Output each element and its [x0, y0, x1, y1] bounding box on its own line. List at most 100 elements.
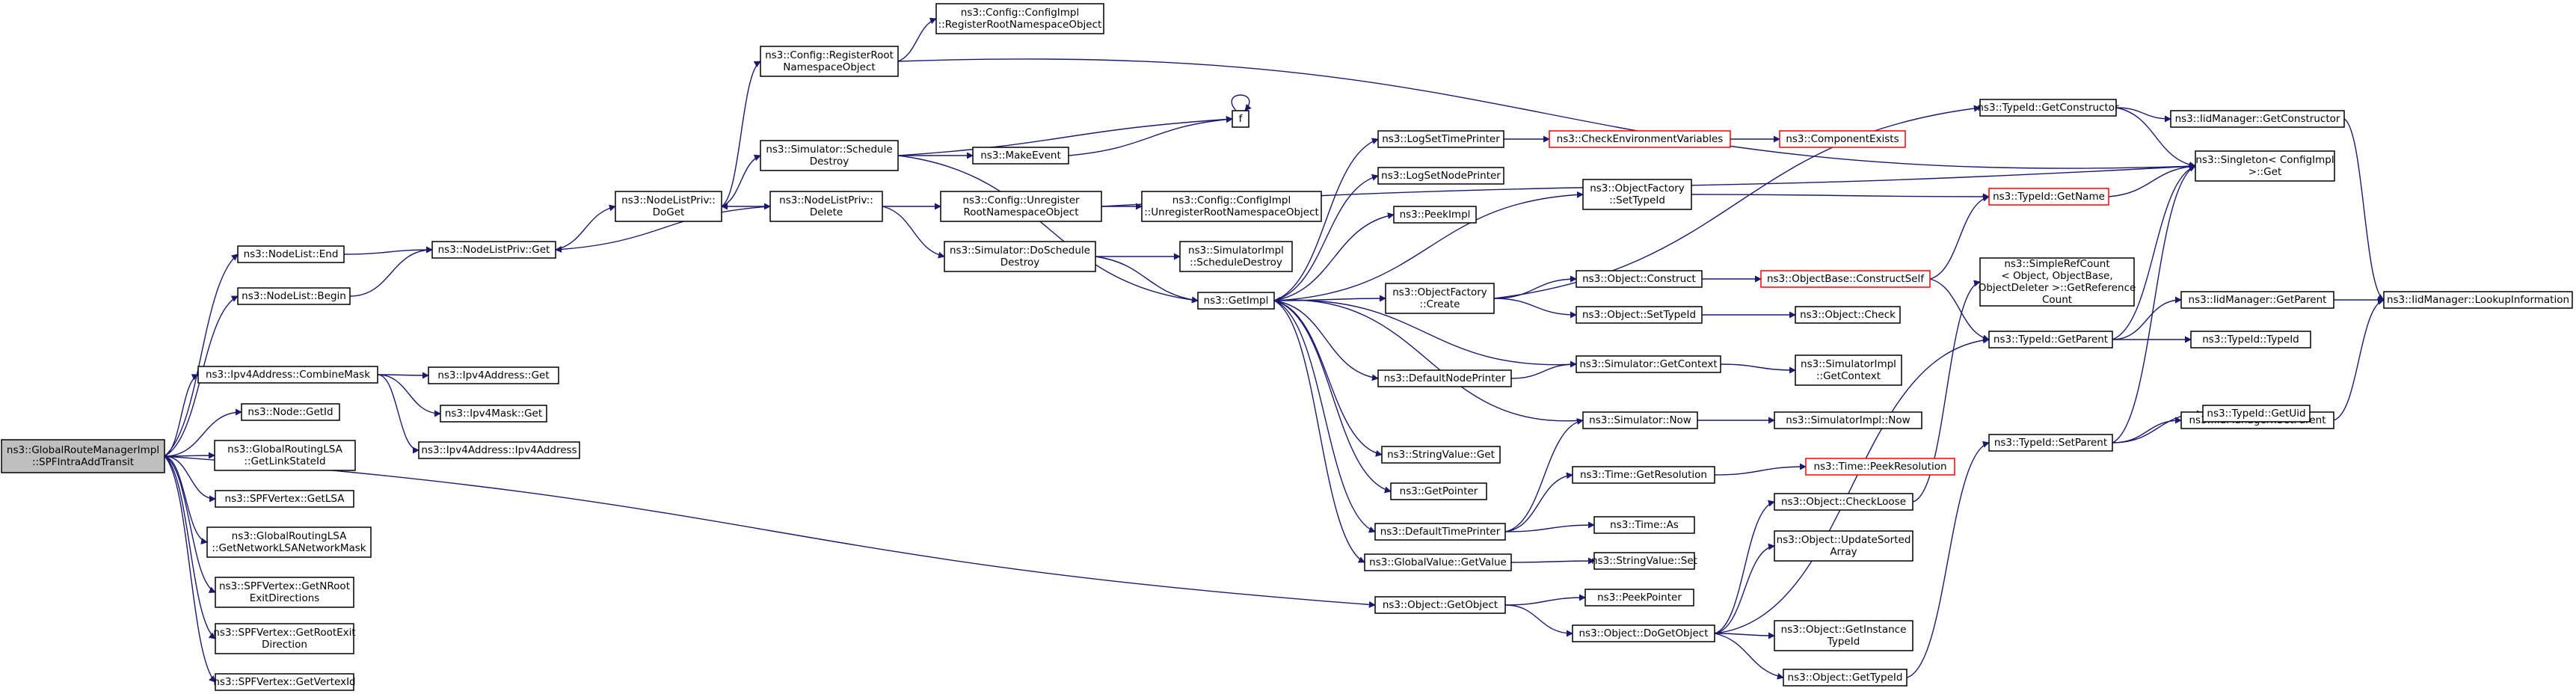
- node-box[interactable]: [972, 147, 1069, 165]
- node-box[interactable]: [1549, 130, 1731, 148]
- node-box[interactable]: [1779, 130, 1906, 148]
- node-box[interactable]: [1774, 620, 1913, 651]
- node-box[interactable]: [1377, 369, 1512, 387]
- node-box[interactable]: [1390, 482, 1487, 500]
- node-box[interactable]: [1, 439, 165, 473]
- node-box[interactable]: [760, 140, 899, 171]
- node-box[interactable]: [1141, 191, 1322, 222]
- node-box[interactable]: [1576, 355, 1721, 373]
- node-getPointer[interactable]: ns3::GetPointer: [1390, 482, 1487, 500]
- node-box[interactable]: [1593, 516, 1695, 534]
- node-simImplNow[interactable]: ns3::SimulatorImpl::Now: [1774, 411, 1922, 429]
- node-box[interactable]: [1774, 530, 1913, 562]
- node-grlsaNetMask[interactable]: ns3::GlobalRoutingLSA::GetNetworkLSANetw…: [206, 526, 372, 558]
- node-objConstruct[interactable]: ns3::Object::Construct: [1576, 270, 1703, 288]
- node-box[interactable]: [935, 3, 1104, 34]
- node-box[interactable]: [1805, 458, 1955, 476]
- node-nodeGetId[interactable]: ns3::Node::GetId: [241, 403, 340, 421]
- node-box[interactable]: [1584, 589, 1694, 607]
- node-box[interactable]: [2202, 405, 2311, 423]
- node-tidTypeId[interactable]: ns3::TypeId::TypeId: [2190, 331, 2311, 349]
- node-cfgRegRoot[interactable]: ns3::Config::ConfigImpl::RegisterRootNam…: [935, 3, 1104, 34]
- node-nlpGet[interactable]: ns3::NodeListPriv::Get: [431, 241, 556, 259]
- node-nlpDoGet[interactable]: ns3::NodeListPriv::DoGet: [615, 191, 722, 222]
- node-spfVertexId[interactable]: ns3::SPFVertex::GetVertexId: [213, 673, 356, 691]
- node-box[interactable]: [1232, 110, 1249, 128]
- node-box[interactable]: [944, 241, 1096, 272]
- node-box[interactable]: [431, 241, 556, 259]
- node-timePeekRes[interactable]: ns3::Time::PeekResolution: [1805, 458, 1955, 476]
- node-box[interactable]: [1377, 130, 1504, 148]
- node-makeEvent[interactable]: ns3::MakeEvent: [972, 147, 1069, 165]
- node-strValSet[interactable]: ns3::StringValue::Set: [1591, 552, 1697, 570]
- node-box[interactable]: [215, 490, 354, 508]
- node-nlEnd[interactable]: ns3::NodeList::End: [237, 245, 345, 263]
- node-box[interactable]: [1197, 292, 1275, 310]
- node-box[interactable]: [1377, 167, 1504, 185]
- node-spfGetLSA[interactable]: ns3::SPFVertex::GetLSA: [215, 490, 354, 508]
- node-ipv4AddrGet[interactable]: ns3::Ipv4Address::Get: [428, 366, 559, 384]
- node-box[interactable]: [418, 441, 580, 459]
- node-box[interactable]: [1795, 306, 1901, 324]
- node-timeAs[interactable]: ns3::Time::As: [1593, 516, 1695, 534]
- node-box[interactable]: [1774, 493, 1913, 511]
- node-simpleRef[interactable]: ns3::SimpleRefCount< Object, ObjectBase,…: [1979, 257, 2136, 307]
- node-box[interactable]: [1988, 434, 2113, 452]
- node-unregRoot[interactable]: ns3::Config::UnregisterRootNamespaceObje…: [940, 191, 1102, 222]
- node-simImplSched[interactable]: ns3::SimulatorImpl::ScheduleDestroy: [1179, 241, 1293, 272]
- node-objSetTypeId[interactable]: ns3::Object::SetTypeId: [1576, 306, 1703, 324]
- node-box[interactable]: [2180, 291, 2334, 309]
- node-box[interactable]: [197, 366, 378, 384]
- node-box[interactable]: [215, 673, 354, 691]
- node-nlBegin[interactable]: ns3::NodeList::Begin: [237, 287, 351, 305]
- node-defNodePrinter[interactable]: ns3::DefaultNodePrinter: [1377, 369, 1512, 387]
- node-box[interactable]: [1582, 411, 1698, 429]
- node-ipv4MaskGet[interactable]: ns3::Ipv4Mask::Get: [440, 405, 547, 423]
- node-box[interactable]: [2190, 331, 2311, 349]
- node-tidGetUid[interactable]: ns3::TypeId::GetUid: [2202, 405, 2311, 423]
- node-box[interactable]: [237, 287, 351, 305]
- node-ipv4Combine[interactable]: ns3::Ipv4Address::CombineMask: [197, 366, 378, 384]
- node-getImpl[interactable]: ns3::GetImpl: [1197, 292, 1275, 310]
- node-box[interactable]: [769, 191, 883, 222]
- node-box[interactable]: [1760, 270, 1931, 288]
- node-timeGetRes[interactable]: ns3::Time::GetResolution: [1572, 466, 1715, 484]
- node-box[interactable]: [1593, 552, 1695, 570]
- node-box[interactable]: [1572, 466, 1715, 484]
- node-box[interactable]: [1795, 354, 1902, 386]
- node-checkEnv[interactable]: ns3::CheckEnvironmentVariables: [1549, 130, 1731, 148]
- node-singletonGet[interactable]: ns3::Singleton< ConfigImpl >::Get: [2195, 150, 2335, 182]
- node-box[interactable]: [1979, 99, 2117, 117]
- node-box[interactable]: [1381, 446, 1501, 464]
- node-logNode[interactable]: ns3::LogSetNodePrinter: [1377, 167, 1504, 185]
- node-gvGetValue[interactable]: ns3::GlobalValue::GetValue: [1364, 553, 1512, 571]
- node-obConstructSelf[interactable]: ns3::ObjectBase::ConstructSelf: [1760, 270, 1931, 288]
- node-logTime[interactable]: ns3::LogSetTimePrinter: [1377, 130, 1504, 148]
- node-box[interactable]: [1979, 257, 2135, 307]
- node-box[interactable]: [1988, 188, 2109, 206]
- node-simGetContext[interactable]: ns3::Simulator::GetContext: [1576, 355, 1721, 373]
- node-ofSetTypeId[interactable]: ns3::ObjectFactory::SetTypeId: [1582, 179, 1692, 210]
- node-iidGetParent[interactable]: ns3::IidManager::GetParent: [2180, 291, 2334, 309]
- node-ipv4AddrCtor[interactable]: ns3::Ipv4Address::Ipv4Address: [418, 441, 580, 459]
- node-box[interactable]: [2195, 150, 2335, 182]
- node-ofCreate[interactable]: ns3::ObjectFactory::Create: [1385, 283, 1495, 314]
- node-regRoot[interactable]: ns3::Config::RegisterRootNamespaceObject: [760, 46, 899, 77]
- node-box[interactable]: [1582, 179, 1692, 210]
- node-box[interactable]: [1576, 306, 1703, 324]
- node-peekPointer[interactable]: ns3::PeekPointer: [1584, 589, 1694, 607]
- node-simImplGetContext[interactable]: ns3::SimulatorImpl::GetContext: [1795, 354, 1902, 386]
- node-root[interactable]: ns3::GlobalRouteManagerImpl::SPFIntraAdd…: [1, 439, 165, 473]
- node-box[interactable]: [615, 191, 722, 222]
- node-box[interactable]: [1364, 553, 1512, 571]
- node-objCheck[interactable]: ns3::Object::Check: [1795, 306, 1901, 324]
- node-tidGetConstructor[interactable]: ns3::TypeId::GetConstructor: [1977, 99, 2119, 117]
- node-defTimePrinter[interactable]: ns3::DefaultTimePrinter: [1374, 523, 1506, 541]
- node-simNow[interactable]: ns3::Simulator::Now: [1582, 411, 1698, 429]
- node-grlsaLinkState[interactable]: ns3::GlobalRoutingLSA::GetLinkStateId: [214, 440, 356, 471]
- node-f[interactable]: f: [1232, 110, 1249, 128]
